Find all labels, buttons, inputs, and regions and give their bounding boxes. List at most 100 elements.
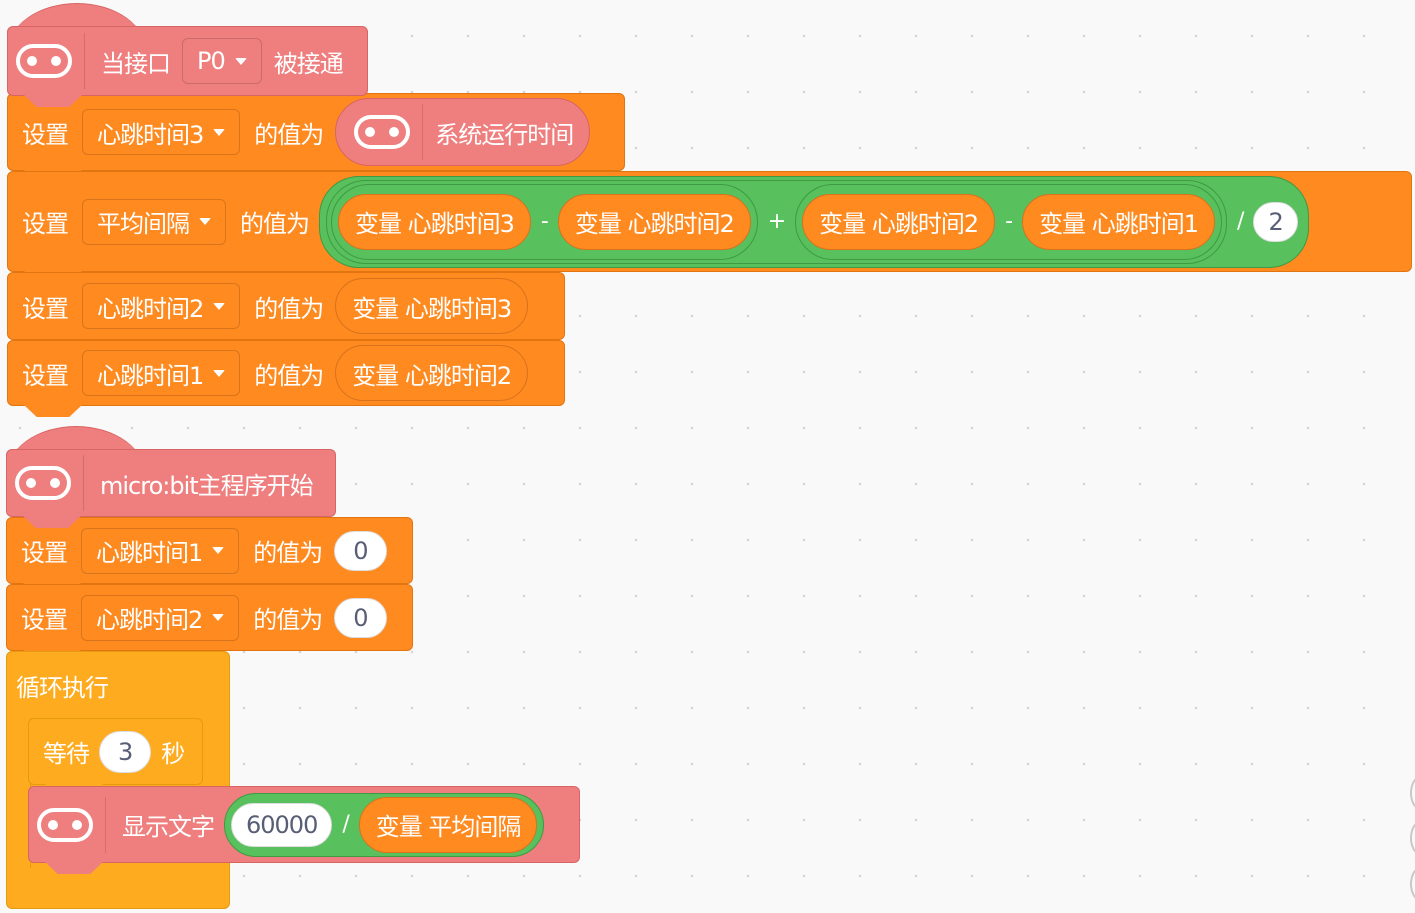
runtime-label: 系统运行时间 bbox=[435, 120, 574, 149]
separator bbox=[105, 796, 106, 853]
wait-seconds-input[interactable]: 3 bbox=[99, 730, 152, 773]
variable-name: 心跳时间1 bbox=[96, 539, 203, 567]
loop-header: 循环执行 bbox=[16, 665, 109, 705]
zoom-out-button[interactable] bbox=[1410, 820, 1415, 856]
value-input[interactable]: 0 bbox=[334, 597, 387, 638]
variable-name: 心跳时间2 bbox=[96, 606, 203, 634]
var-prefix: 变量 bbox=[352, 294, 399, 323]
var-name: 心跳时间1 bbox=[1091, 210, 1199, 238]
variable-reporter[interactable]: 变量 心跳时间2 bbox=[335, 345, 529, 401]
chevron-down-icon bbox=[199, 218, 211, 225]
show-label: 显示文字 bbox=[122, 813, 215, 841]
wait-label: 等待 bbox=[43, 740, 90, 768]
assign-label: 的值为 bbox=[254, 120, 324, 149]
set-variable-block[interactable]: 设置 心跳时间1 的值为 变量 心跳时间2 bbox=[7, 340, 565, 417]
pin-value: P0 bbox=[197, 47, 226, 75]
var-prefix: 变量 bbox=[375, 813, 423, 841]
chevron-down-icon bbox=[234, 57, 247, 65]
wait-block[interactable]: 等待 3 秒 bbox=[28, 718, 203, 796]
var-name: 心跳时间3 bbox=[404, 294, 512, 323]
divide-op: / bbox=[342, 812, 349, 837]
set-variable-block[interactable]: 设置 心跳时间1 的值为 0 bbox=[6, 517, 413, 595]
separator bbox=[84, 33, 85, 89]
var-name: 心跳时间2 bbox=[627, 210, 735, 238]
var-prefix: 变量 bbox=[352, 361, 399, 390]
divide-op: / bbox=[1237, 209, 1244, 234]
var-name: 心跳时间3 bbox=[407, 210, 515, 238]
assign-label: 的值为 bbox=[254, 294, 324, 323]
variable-dropdown[interactable]: 心跳时间2 bbox=[82, 283, 241, 329]
separator bbox=[422, 104, 424, 160]
variable-name: 心跳时间3 bbox=[97, 120, 204, 149]
zoom-reset-button[interactable] bbox=[1410, 866, 1415, 902]
variable-name: 心跳时间2 bbox=[97, 294, 204, 323]
connector-tab bbox=[24, 405, 82, 417]
chevron-down-icon bbox=[213, 302, 226, 310]
set-label: 设置 bbox=[22, 120, 69, 149]
value-input[interactable]: 0 bbox=[334, 530, 387, 571]
set-variable-block[interactable]: 设置 心跳时间3 的值为 系统运行时间 bbox=[7, 93, 625, 182]
minus-op: - bbox=[540, 209, 549, 234]
show-text-block[interactable]: 显示文字 60000 / 变量 平均间隔 bbox=[28, 786, 580, 874]
divide-operator[interactable]: 60000 / 变量 平均间隔 bbox=[224, 792, 545, 857]
variable-reporter[interactable]: 变量 心跳时间3 bbox=[338, 193, 531, 250]
var-prefix: 变量 bbox=[574, 210, 622, 238]
variable-dropdown[interactable]: 心跳时间3 bbox=[82, 109, 241, 155]
var-prefix: 变量 bbox=[819, 210, 866, 238]
var-prefix: 变量 bbox=[355, 210, 402, 238]
divide-operator[interactable]: 变量 心跳时间3 - 变量 心跳时间2 + 变量 心跳时间2 - 变量 心跳时间… bbox=[319, 175, 1309, 268]
variable-dropdown[interactable]: 心跳时间1 bbox=[82, 350, 241, 396]
variable-reporter[interactable]: 变量 平均间隔 bbox=[358, 796, 538, 853]
assign-label: 的值为 bbox=[240, 210, 310, 238]
chevron-down-icon bbox=[212, 614, 225, 621]
variable-name: 平均间隔 bbox=[97, 210, 190, 238]
hat-prefix: 当接口 bbox=[101, 49, 171, 78]
wait-unit: 秒 bbox=[161, 740, 185, 768]
hat-suffix: 被接通 bbox=[273, 49, 344, 78]
variable-reporter[interactable]: 变量 心跳时间1 bbox=[1022, 193, 1216, 250]
divisor-input[interactable]: 2 bbox=[1253, 201, 1298, 242]
variable-reporter[interactable]: 变量 心跳时间3 bbox=[335, 278, 529, 334]
microbit-icon bbox=[16, 44, 72, 78]
add-operator[interactable]: 变量 心跳时间3 - 变量 心跳时间2 + 变量 心跳时间2 - 变量 心跳时间… bbox=[326, 179, 1228, 264]
chevron-down-icon bbox=[212, 547, 225, 554]
variable-reporter[interactable]: 变量 心跳时间2 bbox=[802, 193, 996, 250]
subtract-operator[interactable]: 变量 心跳时间3 - 变量 心跳时间2 bbox=[331, 183, 758, 260]
subtract-operator[interactable]: 变量 心跳时间2 - 变量 心跳时间1 bbox=[795, 183, 1223, 260]
variable-name: 心跳时间1 bbox=[97, 361, 204, 390]
separator bbox=[83, 455, 84, 511]
main-program-start-block[interactable]: micro:bit主程序开始 bbox=[6, 449, 336, 528]
variable-dropdown[interactable]: 心跳时间1 bbox=[81, 527, 240, 574]
chevron-down-icon bbox=[213, 369, 226, 377]
set-label: 设置 bbox=[21, 539, 68, 567]
system-runtime-reporter[interactable]: 系统运行时间 bbox=[335, 98, 591, 166]
minus-op: - bbox=[1005, 209, 1013, 234]
assign-label: 的值为 bbox=[253, 539, 323, 567]
set-label: 设置 bbox=[22, 361, 69, 390]
when-pin-connected-block[interactable]: 当接口 P0 被接通 bbox=[7, 26, 368, 107]
variable-dropdown[interactable]: 心跳时间2 bbox=[81, 594, 240, 641]
assign-label: 的值为 bbox=[254, 361, 324, 390]
variable-dropdown[interactable]: 平均间隔 bbox=[82, 198, 226, 245]
set-variable-block[interactable]: 设置 心跳时间2 的值为 0 bbox=[6, 584, 413, 662]
assign-label: 的值为 bbox=[253, 606, 323, 634]
loop-label: 循环执行 bbox=[16, 673, 109, 702]
hat-label: micro:bit主程序开始 bbox=[100, 471, 314, 500]
set-variable-block[interactable]: 设置 心跳时间2 的值为 变量 心跳时间3 bbox=[7, 272, 565, 340]
plus-op: + bbox=[767, 209, 786, 234]
var-name: 心跳时间2 bbox=[871, 210, 979, 238]
microbit-icon bbox=[354, 115, 411, 149]
microbit-icon bbox=[15, 466, 71, 500]
pin-dropdown[interactable]: P0 bbox=[182, 38, 262, 84]
zoom-in-button[interactable] bbox=[1410, 775, 1415, 811]
numerator-input[interactable]: 60000 bbox=[231, 802, 333, 847]
set-label: 设置 bbox=[21, 606, 68, 634]
var-prefix: 变量 bbox=[1039, 210, 1086, 238]
variable-reporter[interactable]: 变量 心跳时间2 bbox=[557, 193, 751, 250]
chevron-down-icon bbox=[213, 128, 226, 136]
connector-tab bbox=[23, 516, 81, 528]
var-name: 平均间隔 bbox=[428, 813, 521, 841]
set-label: 设置 bbox=[22, 294, 69, 323]
set-variable-block[interactable]: 设置 平均间隔 的值为 变量 心跳时间3 - 变量 心跳时间2 + 变量 心跳时… bbox=[7, 171, 1412, 283]
connector-tab bbox=[45, 862, 103, 874]
